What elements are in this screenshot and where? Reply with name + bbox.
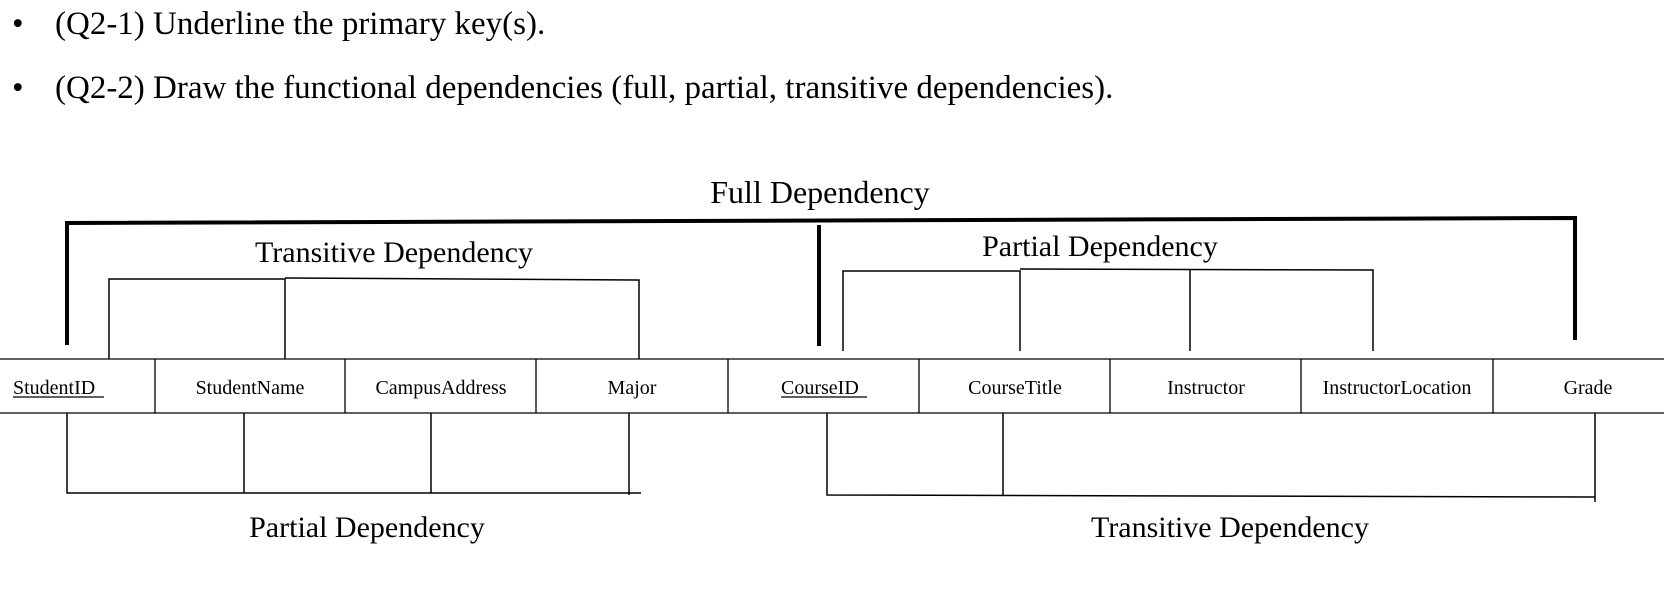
- bottom-transitive-bracket: [826, 413, 1596, 502]
- relation-table: [0, 358, 1664, 414]
- question-text: (Q2-1) Underline the primary key(s).: [55, 6, 546, 42]
- bottom-transitive-label: Transitive Dependency: [1091, 511, 1369, 544]
- top-partial-label: Partial Dependency: [982, 230, 1218, 263]
- full-dependency-bracket: [65, 215, 1577, 346]
- transitive-line: [284, 277, 640, 359]
- question-text: (Q2-2) Draw the functional dependencies …: [55, 70, 1114, 106]
- column-instructor: Instructor: [1167, 377, 1245, 399]
- column-instructorlocation: InstructorLocation: [1323, 377, 1472, 399]
- full-dependency-label: Full Dependency: [710, 174, 930, 210]
- column-studentid: StudentID: [13, 377, 95, 399]
- top-partial-bracket: [842, 268, 1374, 351]
- column-courseid: CourseID: [781, 377, 859, 399]
- column-grade: Grade: [1564, 377, 1613, 399]
- top-transitive-label: Transitive Dependency: [255, 236, 533, 269]
- column-labels: StudentID StudentName CampusAddress Majo…: [13, 377, 1613, 399]
- transitive-line: [826, 413, 1596, 498]
- bottom-partial-label: Partial Dependency: [249, 511, 485, 544]
- full-dependency-line: [65, 215, 1577, 345]
- column-studentname: StudentName: [196, 377, 305, 399]
- bullet-icon: •: [12, 70, 24, 106]
- bullet-icon: •: [12, 6, 24, 42]
- top-transitive-bracket: [108, 277, 640, 359]
- column-major: Major: [608, 377, 657, 399]
- transitive-line: [108, 278, 286, 359]
- bottom-partial-bracket: [66, 413, 641, 495]
- column-coursetitle: CourseTitle: [968, 377, 1062, 399]
- partial-line: [1019, 268, 1374, 351]
- column-campusaddress: CampusAddress: [375, 377, 506, 399]
- partial-line: [842, 270, 1021, 351]
- partial-line: [66, 413, 641, 494]
